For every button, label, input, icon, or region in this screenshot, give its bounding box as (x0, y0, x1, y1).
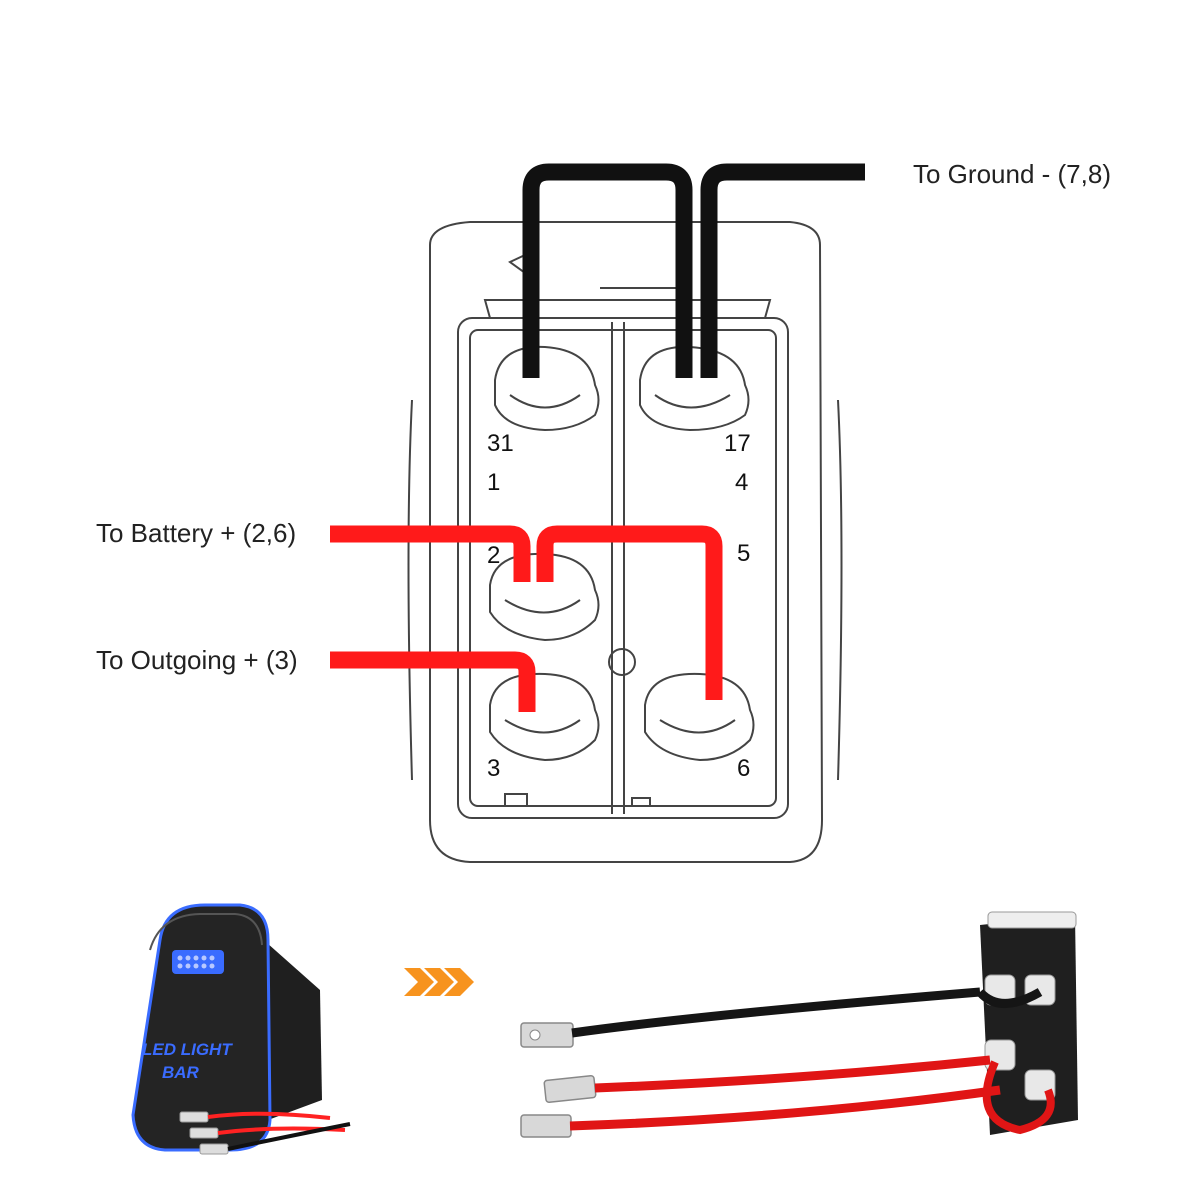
switch-text-line1: LED LIGHT (142, 1040, 233, 1059)
terminal-2 (489, 552, 600, 642)
terminal-3 (489, 672, 600, 762)
battery-label: To Battery + (2,6) (96, 518, 296, 548)
switch-text-line2: BAR (162, 1063, 200, 1082)
terminal-6 (644, 672, 755, 762)
ground-label: To Ground - (7,8) (913, 159, 1111, 189)
pin-31-label: 31 (487, 430, 514, 457)
ground-wires (522, 163, 865, 378)
terminal-31 (494, 345, 600, 432)
terminal-17 (639, 345, 750, 432)
power-wires (330, 525, 723, 712)
pin-3-label: 3 (487, 755, 500, 782)
outgoing-label: To Outgoing + (3) (96, 645, 298, 675)
pin-17-label: 17 (724, 430, 751, 457)
pin-6-label: 6 (737, 755, 750, 782)
switch-outline (407, 221, 843, 863)
wired-switch-photo (520, 911, 1078, 1138)
pin-5-label: 5 (737, 540, 750, 567)
chevron-arrow-icon (404, 968, 474, 996)
led-switch-product: LED LIGHT BAR (131, 903, 351, 1155)
pin-2-label: 2 (487, 542, 500, 569)
pin-4-label: 4 (735, 469, 748, 496)
light-bar-icon (172, 950, 224, 974)
pin-1-label: 1 (487, 469, 500, 496)
